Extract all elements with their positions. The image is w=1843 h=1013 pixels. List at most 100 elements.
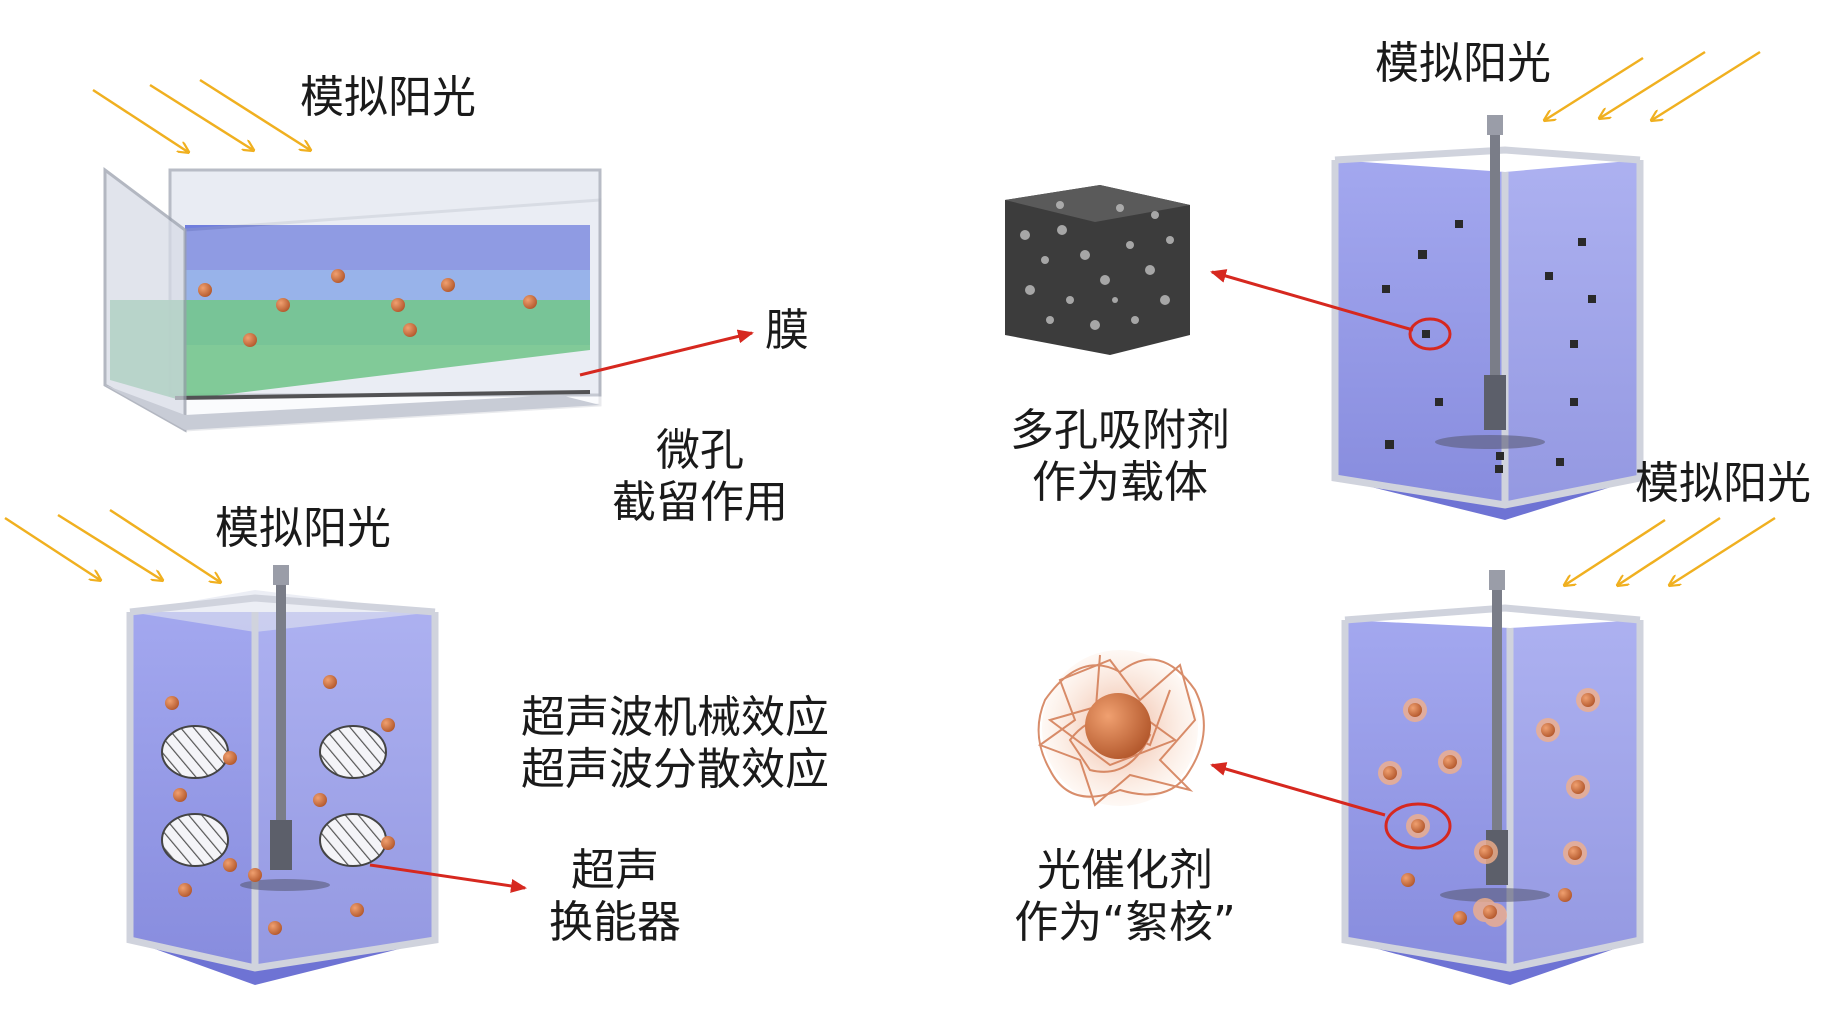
particle: [178, 883, 192, 897]
adsorbent-reactor: [1331, 115, 1644, 520]
sun-ray: [1565, 518, 1666, 585]
particle: [403, 323, 417, 337]
particle: [1443, 755, 1457, 769]
photocatalyst-flocs: [1378, 688, 1600, 927]
transducer-zone: [319, 813, 387, 867]
adsorbent-particle: [1495, 465, 1503, 473]
ultrasonic-line-2: 超声波分散效应: [521, 743, 829, 795]
particle: [223, 751, 237, 765]
particle: [198, 283, 212, 297]
tank-particles: [198, 269, 537, 347]
particle: [1408, 703, 1422, 717]
sun-ray: [109, 508, 220, 582]
adsorbent-particle: [1382, 285, 1390, 293]
particle: [391, 298, 405, 312]
particle: [165, 696, 179, 710]
sun-ray: [4, 516, 100, 580]
sun-label-1: 模拟阳光: [300, 72, 476, 123]
transducer-line-2: 换能器: [549, 896, 681, 948]
sun-arrows-3: [4, 508, 220, 582]
adsorbent-particle: [1435, 398, 1443, 406]
sun-label-3: 模拟阳光: [215, 503, 391, 554]
particle: [1401, 873, 1415, 887]
micropore-label: 微孔 截留作用: [595, 425, 805, 529]
adsorbent-particle: [1455, 220, 1463, 228]
particle: [276, 298, 290, 312]
transducer-zone: [319, 725, 387, 779]
particle: [1453, 911, 1467, 925]
adsorbent-line-2: 作为载体: [1032, 456, 1208, 508]
particle: [1383, 766, 1397, 780]
sun-ray: [92, 88, 188, 152]
particle: [313, 793, 327, 807]
adsorbent-particle: [1570, 340, 1578, 348]
adsorbent-line-1: 多孔吸附剂: [1010, 405, 1230, 456]
porous-adsorbent-cube: [1005, 185, 1190, 355]
adsorbent-particle: [1556, 458, 1564, 466]
sun-arrows-4: [1565, 516, 1776, 585]
adsorbent-particle: [1385, 440, 1394, 449]
particle: [1581, 693, 1595, 707]
particle: [1541, 723, 1555, 737]
particle: [1558, 888, 1572, 902]
adsorbent-particle: [1422, 330, 1430, 338]
adsorbent-particle: [1418, 250, 1427, 259]
micropore-line-2: 截留作用: [612, 476, 788, 528]
highlight-circle: [1384, 802, 1452, 850]
particle: [381, 836, 395, 850]
adsorbent-particle: [1588, 295, 1596, 303]
transducer-pointer-arrow: [369, 863, 527, 893]
photocatalyst-line-2: 作为“絮核”: [1014, 896, 1236, 948]
adsorbent-pointer-arrow: [1210, 269, 1414, 332]
membrane-label: 膜: [765, 305, 809, 356]
particle: [268, 921, 282, 935]
sun-ray: [1670, 516, 1776, 585]
particle: [381, 718, 395, 732]
transducer-label: 超声 换能器: [535, 845, 695, 949]
adsorbent-particle: [1578, 238, 1586, 246]
particle: [248, 868, 262, 882]
particle: [1568, 846, 1582, 860]
photocatalyst-pointer-arrow: [1210, 762, 1386, 817]
sun-arrows-2: [1545, 50, 1761, 120]
particle: [323, 675, 337, 689]
sun-ray: [57, 513, 162, 580]
particle: [1479, 845, 1493, 859]
adsorbent-particle: [1545, 272, 1553, 280]
adsorbent-particle: [1570, 398, 1578, 406]
particle: [350, 903, 364, 917]
photocatalyst-floc: [1037, 650, 1205, 807]
membrane-tank: [103, 167, 602, 433]
particle: [1411, 819, 1425, 833]
sun-ray: [1600, 50, 1706, 118]
photocatalyst-line-1: 光催化剂: [1037, 845, 1213, 896]
particle: [1483, 905, 1497, 919]
ultrasonic-line-1: 超声波机械效应: [521, 692, 829, 743]
sun-label-2: 模拟阳光: [1375, 38, 1551, 89]
particle: [441, 278, 455, 292]
transducer-line-1: 超声: [571, 845, 659, 896]
ultrasonic-reactor: [126, 565, 439, 985]
sun-arrows-1: [92, 78, 310, 152]
photocatalyst-reactor: [1341, 570, 1644, 985]
particle: [223, 858, 237, 872]
membrane-pointer-arrow: [579, 329, 754, 377]
ultrasonic-effects-label: 超声波机械效应 超声波分散效应: [495, 692, 855, 796]
photocatalyst-label: 光催化剂 作为“絮核”: [980, 845, 1270, 949]
particle: [331, 269, 345, 283]
adsorbent-label: 多孔吸附剂 作为载体: [990, 405, 1250, 509]
sun-ray: [199, 78, 310, 150]
particle: [173, 788, 187, 802]
sun-ray: [149, 83, 253, 150]
highlight-circle: [1408, 317, 1452, 351]
particle: [243, 333, 257, 347]
sun-ray: [1652, 50, 1761, 120]
particle: [523, 295, 537, 309]
sun-ray: [1618, 516, 1721, 585]
particle: [1571, 780, 1585, 794]
adsorbent-particle: [1496, 452, 1504, 460]
micropore-line-1: 微孔: [656, 425, 744, 476]
sun-label-4: 模拟阳光: [1635, 458, 1811, 509]
transducer-zone: [161, 725, 229, 779]
